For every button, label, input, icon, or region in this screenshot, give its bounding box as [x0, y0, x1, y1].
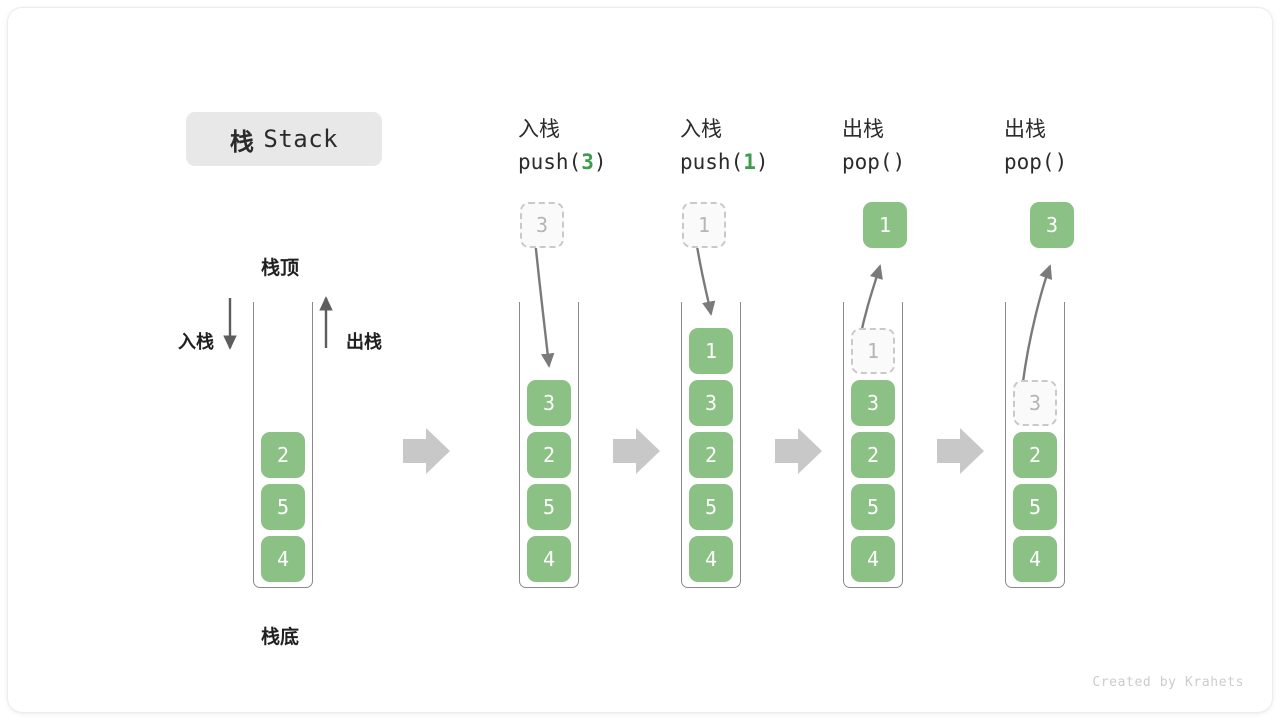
column-header-push-1: 入栈 push(1)	[680, 116, 769, 177]
stack-cell: 1	[689, 328, 733, 374]
flow-arrow-3	[775, 428, 822, 474]
stack-cell: 4	[689, 536, 733, 582]
title-cn: 栈	[229, 128, 255, 156]
footer-credit: Created by Krahets	[1092, 675, 1244, 690]
column-header-push-3: 入栈 push(3)	[518, 116, 607, 177]
stack-cell: 2	[689, 432, 733, 478]
stack-cell: 4	[1013, 536, 1057, 582]
incoming-value-box: 3	[520, 202, 564, 248]
stack-cell: 3	[689, 380, 733, 426]
flow-arrow-2	[613, 428, 660, 474]
stack-vessel-pop-3	[1005, 302, 1065, 588]
stack-cell: 5	[1013, 484, 1057, 530]
removed-stack-cell: 1	[851, 328, 895, 374]
header-call-signature: push(3)	[518, 149, 607, 174]
stack-cell: 5	[689, 484, 733, 530]
column-header-pop-1: 出栈 pop()	[842, 116, 905, 177]
stack-cell: 2	[261, 432, 305, 478]
stack-cell: 2	[851, 432, 895, 478]
header-operation-label: 出栈	[1004, 118, 1046, 141]
stack-cell: 5	[527, 484, 571, 530]
title-en: Stack	[263, 125, 339, 153]
column-header-pop-3: 出栈 pop()	[1004, 116, 1067, 177]
stack-cell: 4	[851, 536, 895, 582]
header-call-signature: pop()	[1004, 149, 1068, 174]
flow-arrow-4	[937, 428, 984, 474]
header-operation-label: 出栈	[842, 118, 884, 141]
stack-cell: 5	[261, 484, 305, 530]
title-badge: 栈 Stack	[186, 112, 382, 166]
header-argument: 3	[581, 149, 594, 174]
label-pop-direction: 出栈	[346, 332, 382, 352]
stack-vessel-push-3	[519, 302, 579, 588]
incoming-value-box: 1	[682, 202, 726, 248]
stack-cell: 2	[1013, 432, 1057, 478]
label-push-direction: 入栈	[178, 332, 214, 352]
stack-cell: 4	[261, 536, 305, 582]
stack-cell: 5	[851, 484, 895, 530]
header-argument: 1	[743, 149, 756, 174]
diagram-canvas: 栈 Stack 栈顶 栈底 入栈 出栈 入栈 push(3) 入栈 push(1…	[8, 8, 1272, 712]
stack-cell: 2	[527, 432, 571, 478]
stack-vessel-initial	[253, 302, 313, 588]
flow-arrow-1	[403, 428, 450, 474]
stack-cell: 3	[527, 380, 571, 426]
header-call-signature: push(1)	[680, 149, 769, 174]
popped-value-box: 3	[1030, 202, 1074, 248]
label-stack-bottom: 栈底	[261, 627, 300, 648]
header-operation-label: 入栈	[680, 118, 722, 141]
stack-cell: 4	[527, 536, 571, 582]
header-operation-label: 入栈	[518, 118, 560, 141]
popped-value-box: 1	[863, 202, 907, 248]
stack-cell: 3	[851, 380, 895, 426]
label-stack-top: 栈顶	[261, 258, 300, 279]
stack-vessel-pop-1	[843, 302, 903, 588]
header-call-signature: pop()	[842, 149, 906, 174]
stack-vessel-push-1	[681, 302, 741, 588]
removed-stack-cell: 3	[1013, 380, 1057, 426]
